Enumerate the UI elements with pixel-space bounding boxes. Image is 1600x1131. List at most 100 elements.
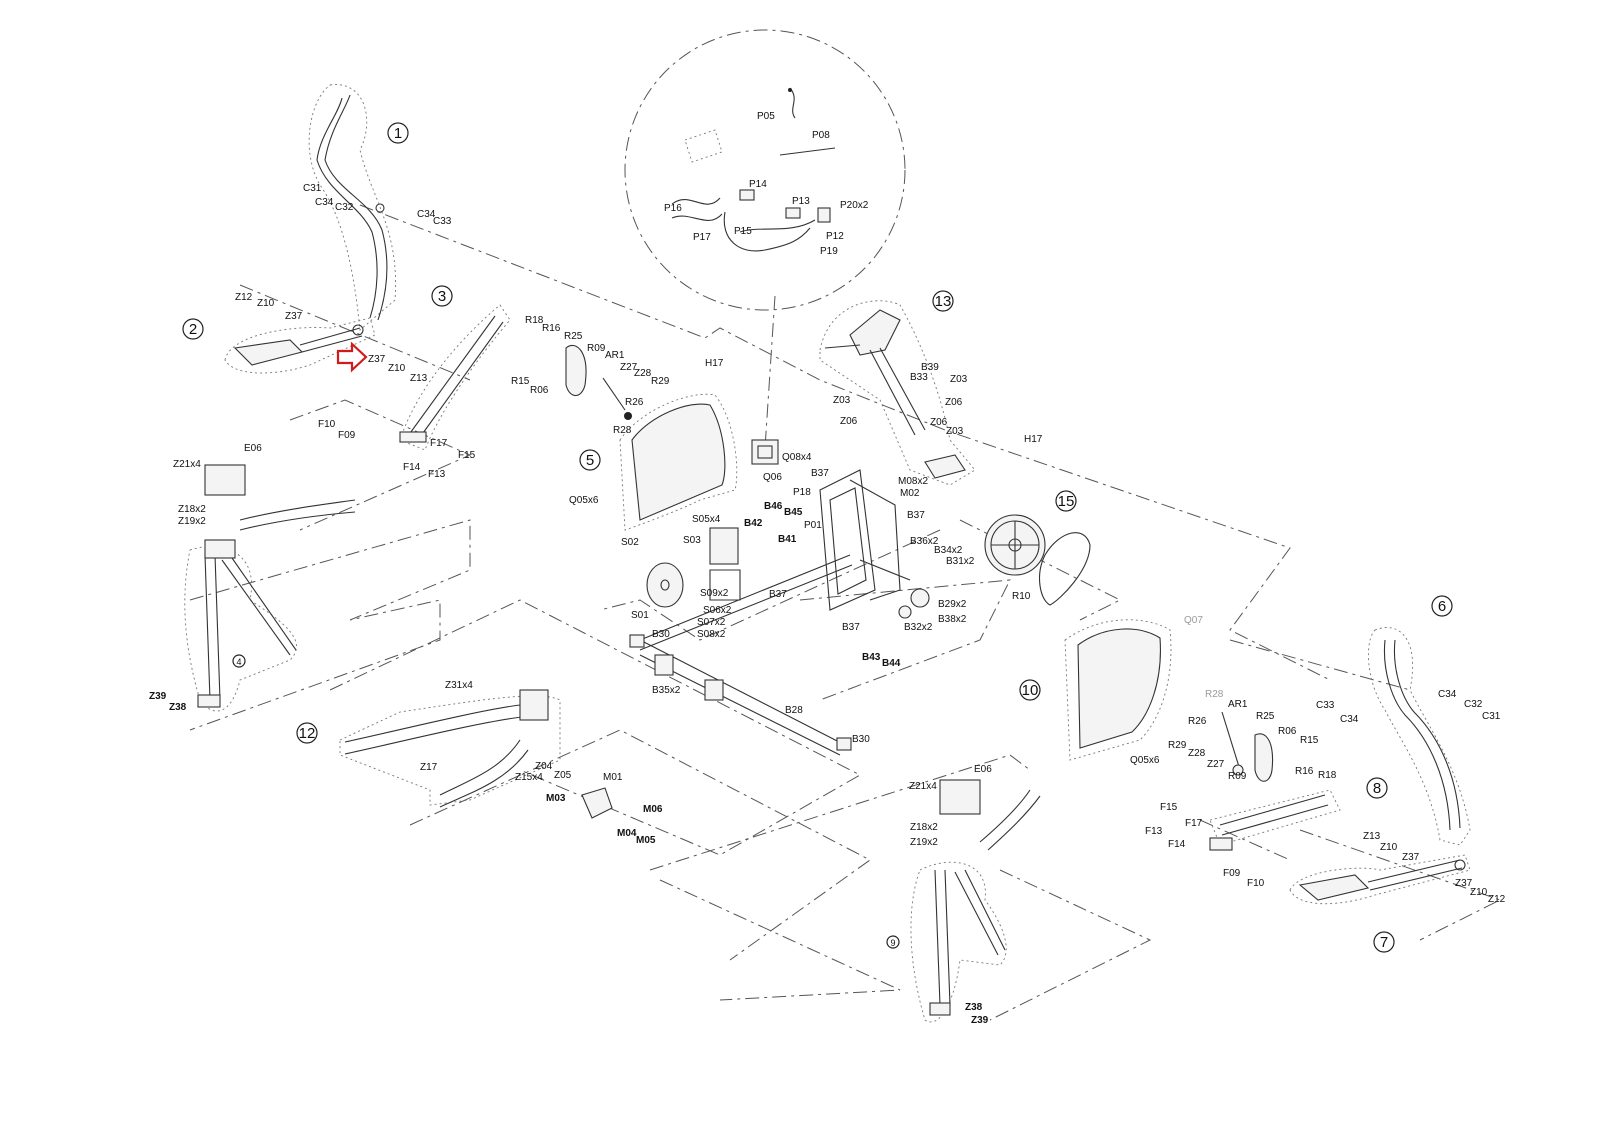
part-label: P18	[793, 487, 811, 498]
part-label: Z38	[965, 1002, 983, 1013]
part-label: AR1	[1228, 699, 1248, 710]
part-label: Z18x2	[178, 504, 206, 515]
part-label: Z06	[930, 417, 948, 428]
assembly-15-drive-pulley	[984, 514, 1091, 606]
part-label: B41	[778, 534, 797, 545]
part-label: R25	[564, 331, 583, 342]
part-label: Z12	[235, 292, 253, 303]
part-label: B29x2	[938, 599, 967, 610]
part-label: B30	[852, 734, 870, 745]
assembly-6-right-handlebar	[1367, 627, 1471, 846]
part-label: Z37	[285, 311, 303, 322]
part-label: Z37	[1402, 852, 1420, 863]
part-label: Q07	[1184, 615, 1203, 626]
callout-10: 10	[1019, 679, 1041, 701]
part-label: Z15x4	[515, 772, 543, 783]
part-label: C34	[417, 209, 436, 220]
right-crank	[1221, 711, 1274, 782]
part-label: R09	[1228, 771, 1247, 782]
assembly-number: 8	[1373, 780, 1381, 797]
part-label: R26	[625, 397, 644, 408]
part-label: F13	[1145, 826, 1163, 837]
part-label: R09	[587, 343, 606, 354]
part-label: S02	[621, 537, 639, 548]
assembly-number: 15	[1058, 493, 1075, 510]
part-label: Z05	[554, 770, 572, 781]
part-label: Z10	[388, 363, 406, 374]
part-label: Z03	[950, 374, 968, 385]
part-label: B28	[785, 705, 803, 716]
part-label: B39	[921, 362, 939, 373]
part-label: Z10	[1470, 887, 1488, 898]
part-label: C32	[1464, 699, 1483, 710]
part-label: M02	[900, 488, 920, 499]
part-label: Z39	[971, 1015, 989, 1026]
assembly-2-left-pedal	[224, 317, 376, 374]
part-label: F09	[1223, 868, 1241, 879]
assembly-9-right-leg	[910, 779, 1041, 1023]
assembly-12-front-stabilizer	[339, 689, 613, 819]
assembly-4-left-leg	[184, 464, 356, 712]
part-label: E06	[244, 443, 262, 454]
part-label: B46	[764, 501, 783, 512]
callout-7: 7	[1373, 931, 1395, 953]
assembly-3-left-pedal-arm	[399, 304, 511, 451]
part-label: S07x2	[697, 617, 726, 628]
part-label: R06	[530, 385, 549, 396]
part-label: F15	[1160, 802, 1178, 813]
assembly-8-right-pedal-arm	[1209, 789, 1341, 851]
part-label: F14	[1168, 839, 1186, 850]
part-label: C31	[303, 183, 322, 194]
part-label: F10	[318, 419, 336, 430]
part-label: R15	[1300, 735, 1319, 746]
left-crank	[565, 344, 632, 420]
part-label: P16	[664, 203, 682, 214]
part-label: Q05x6	[569, 495, 599, 506]
electronics-detail-circle	[624, 29, 906, 311]
part-label: Z06	[840, 416, 858, 427]
part-label: P08	[812, 130, 830, 141]
part-label: Z03	[946, 426, 964, 437]
part-label: Z38	[169, 702, 187, 713]
part-label: F17	[1185, 818, 1203, 829]
part-label: Z04	[535, 761, 553, 772]
part-label: Z28	[634, 368, 652, 379]
part-label: Z39	[149, 691, 167, 702]
part-label: F14	[403, 462, 421, 473]
part-label: R25	[1256, 711, 1275, 722]
center-frame	[629, 439, 930, 756]
part-label: P13	[792, 196, 810, 207]
callout-2: 2	[182, 318, 204, 340]
assembly-number: 12	[299, 725, 316, 742]
callout-3: 3	[431, 285, 453, 307]
part-labels: P05 P08 P14 P13 P20x2 P16 P17 P15 P12 P1…	[149, 111, 1506, 1026]
callout-5: 5	[579, 449, 601, 471]
part-label: R10	[1012, 591, 1031, 602]
assembly-7-right-pedal	[1289, 854, 1471, 905]
part-label: B44	[882, 658, 901, 669]
part-label: Z37	[368, 354, 386, 365]
part-label: B36x2	[910, 536, 939, 547]
callout-8: 8	[1366, 777, 1388, 799]
assembly-callouts: 1 2 3 4 5 6 7 8 9 10 12 13 15	[182, 122, 1453, 953]
part-label: R26	[1188, 716, 1207, 727]
part-label: M04	[617, 828, 637, 839]
callout-9: 9	[886, 935, 900, 949]
part-label: P01	[804, 520, 822, 531]
part-label: C33	[433, 216, 452, 227]
assembly-number: 7	[1380, 934, 1388, 951]
assembly-guide-lines	[189, 204, 1502, 1021]
assembly-number: 2	[189, 321, 197, 338]
part-label: B32x2	[904, 622, 933, 633]
part-label: R18	[1318, 770, 1337, 781]
callout-4: 4	[232, 654, 246, 668]
callout-12: 12	[296, 722, 318, 744]
part-label: Q05x6	[1130, 755, 1160, 766]
callout-13: 13	[932, 290, 954, 312]
part-label: P19	[820, 246, 838, 257]
part-label: S03	[683, 535, 701, 546]
part-label: B45	[784, 507, 803, 518]
part-label: C33	[1316, 700, 1335, 711]
part-label: S01	[631, 610, 649, 621]
